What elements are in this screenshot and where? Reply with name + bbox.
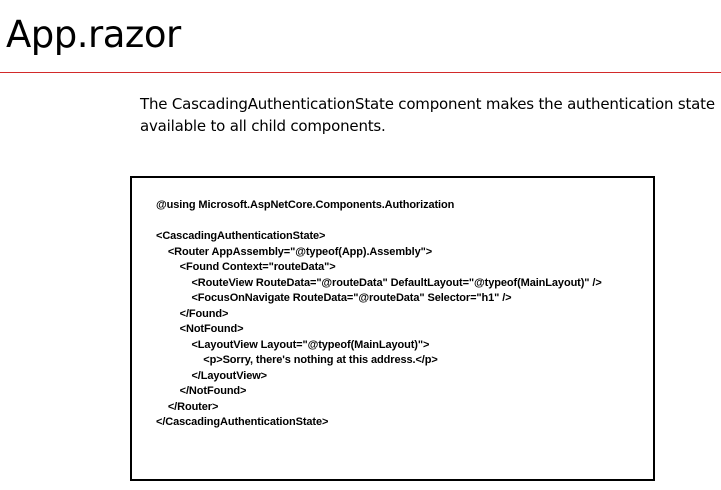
code-line: <CascadingAuthenticationState> — [156, 230, 326, 242]
code-line: </CascadingAuthenticationState> — [156, 416, 329, 428]
code-line: @using Microsoft.AspNetCore.Components.A… — [156, 199, 455, 211]
code-line: <Router AppAssembly="@typeof(App).Assemb… — [156, 245, 433, 258]
code-line: <NotFound> — [156, 323, 244, 335]
code-line: <p>Sorry, there's nothing at this addres… — [156, 354, 438, 366]
slide-description: The CascadingAuthenticationState compone… — [140, 93, 721, 137]
code-line — [156, 214, 602, 230]
description-line: The CascadingAuthenticationState compone… — [140, 95, 715, 113]
slide-title: App.razor — [6, 13, 181, 56]
title-underline — [0, 72, 721, 73]
code-line: </NotFound> — [156, 385, 247, 397]
description-line: available to all child components. — [140, 117, 386, 135]
code-line: <Found Context="routeData"> — [156, 261, 336, 273]
code-listing: @using Microsoft.AspNetCore.Components.A… — [156, 198, 602, 431]
code-line: <RouteView RouteData="@routeData" Defaul… — [156, 276, 602, 289]
code-line: </LayoutView> — [156, 369, 268, 382]
code-sample-box: @using Microsoft.AspNetCore.Components.A… — [130, 176, 655, 481]
code-line: <LayoutView Layout="@typeof(MainLayout)"… — [156, 338, 430, 351]
code-line: <FocusOnNavigate RouteData="@routeData" … — [156, 292, 512, 304]
code-line: </Found> — [156, 307, 229, 320]
code-line: </Router> — [156, 400, 219, 413]
